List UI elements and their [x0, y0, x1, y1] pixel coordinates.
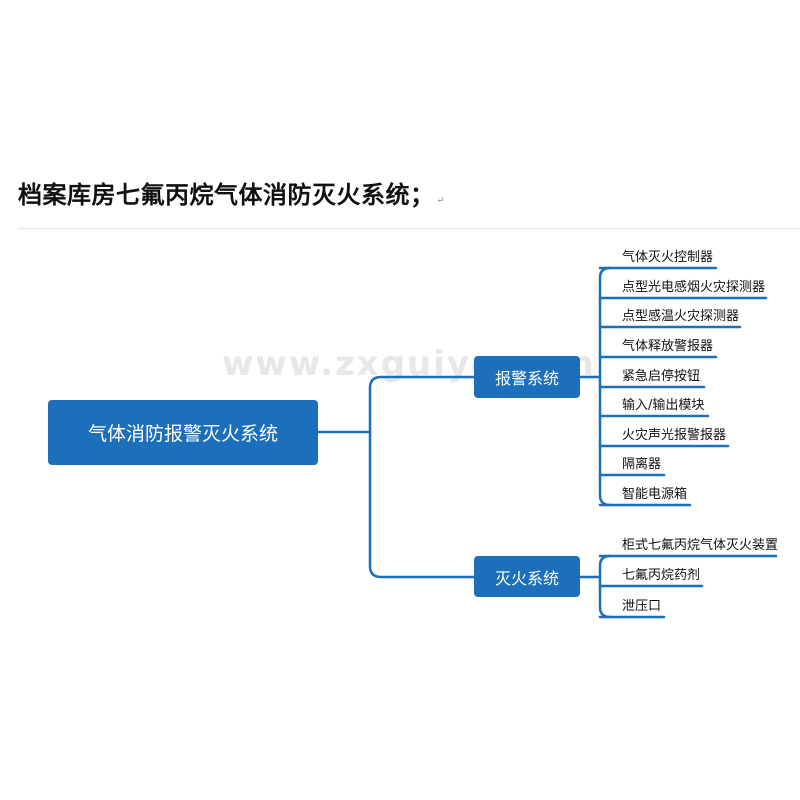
leaf-node: 柜式七氟丙烷气体灭火装置: [622, 538, 779, 553]
heading-text: 档案库房七氟丙烷气体消防灭火系统；: [18, 180, 435, 209]
paragraph-mark: ↵: [436, 196, 445, 206]
leaf-node: 气体释放警报器: [622, 339, 714, 354]
leaf-node: 点型光电感烟火灾探测器: [622, 280, 766, 295]
leaf-node: 点型感温火灾探测器: [622, 309, 740, 324]
divider: [18, 228, 800, 229]
connector-root-branch2: [368, 430, 476, 579]
branch-node-extinguishing-system: 灭火系统: [474, 556, 580, 597]
leaf-node: 隔离器: [622, 457, 662, 472]
connector-branch2-leaves: [598, 554, 778, 619]
leaf-node: 泄压口: [622, 599, 662, 614]
mindmap-root-node: 气体消防报警灭火系统: [48, 400, 318, 465]
leaf-node: 火灾声光报警报器: [622, 428, 727, 443]
leaf-node: 智能电源箱: [622, 487, 688, 502]
connector-branch1-leaves: [598, 266, 768, 507]
leaf-node: 七氟丙烷药剂: [622, 568, 701, 583]
connector-root-branch1: [368, 375, 476, 434]
branch-node-alarm-system: 报警系统: [474, 356, 580, 398]
document-heading: 档案库房七氟丙烷气体消防灭火系统；↵: [18, 175, 445, 210]
leaf-node: 输入/输出模块: [622, 398, 705, 413]
leaf-node: 气体灭火控制器: [622, 250, 714, 265]
leaf-node: 紧急启停按钮: [622, 369, 701, 384]
